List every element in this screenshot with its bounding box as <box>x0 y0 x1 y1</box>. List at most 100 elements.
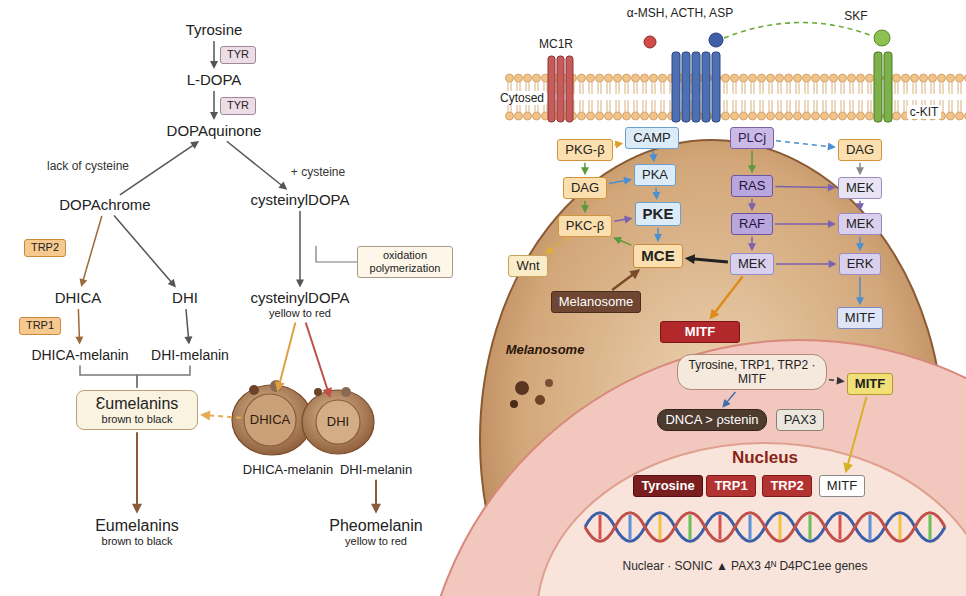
melanosome-blob <box>302 390 374 454</box>
process-box: Tyrosine, TRP1, TRP2 · MITF <box>677 354 827 391</box>
node-text: DAG <box>846 142 874 158</box>
node-subtext: yellow to red <box>269 307 331 320</box>
connector-line <box>279 323 295 386</box>
node-text: Melanosome <box>559 294 633 310</box>
compound-label: DOPAquinone <box>165 122 264 140</box>
process-box: PKA <box>634 164 676 186</box>
process-box: TRP1 <box>19 317 61 334</box>
arrowhead <box>856 203 864 211</box>
connector <box>275 323 295 392</box>
arrowhead <box>210 61 218 69</box>
pigment-dot <box>341 387 351 397</box>
part-label: α-MSH, ACTH, ASP <box>627 6 733 20</box>
cell-region <box>420 340 966 596</box>
node-subtext: brown to black <box>102 413 173 426</box>
arrowhead <box>190 141 199 149</box>
melanin-granule <box>535 395 545 405</box>
connector-line <box>83 216 102 282</box>
pigment-dot <box>249 385 259 395</box>
process-box: DAG <box>838 139 882 161</box>
node-text: PKA <box>642 167 668 183</box>
arrowhead <box>652 192 660 200</box>
connector <box>227 141 287 189</box>
receptor-helix <box>557 56 564 122</box>
ligand-ball <box>709 33 723 47</box>
node-text: PKC-β <box>566 218 605 234</box>
bracket-line <box>316 246 358 262</box>
arrowhead <box>856 243 864 251</box>
node-text: Tyrosine <box>186 21 243 39</box>
node-text: PKG-β <box>565 142 604 158</box>
compound-label: DOPAchrome <box>57 196 152 214</box>
node-subtext: yellow to red <box>345 535 407 548</box>
node-text: DOPAchrome <box>59 196 150 214</box>
connector <box>120 141 199 195</box>
node-text: MEK <box>846 180 874 196</box>
node-text: DHI-melanin <box>340 462 412 478</box>
arrowhead <box>581 167 589 175</box>
signal-arc <box>724 22 872 38</box>
node-text: MITF <box>845 310 875 326</box>
receptor-helix <box>702 52 710 122</box>
arrowhead <box>685 254 695 264</box>
node-text: cysteinylDOPA <box>251 289 350 307</box>
connector-line <box>776 263 831 265</box>
connector <box>748 151 756 173</box>
arrowhead <box>709 309 719 320</box>
dna-rung <box>629 515 632 539</box>
arrowhead <box>623 177 632 185</box>
node-text: PAX3 <box>784 412 816 428</box>
node-text: RAS <box>739 178 766 194</box>
arrowhead <box>184 336 192 344</box>
process-box: MITF <box>847 373 893 395</box>
compound-label: DHICA <box>53 289 104 307</box>
connector-line <box>186 309 189 339</box>
arrowhead <box>843 462 853 473</box>
connector-line <box>751 151 753 168</box>
node-text: DNCA > ρstenin <box>665 412 758 428</box>
connector-line <box>609 180 626 183</box>
compound-label: L-DOPA <box>185 71 244 89</box>
receptor-helix <box>874 52 882 122</box>
process-box: CAMP <box>625 127 679 149</box>
connector <box>829 377 845 385</box>
connector <box>649 151 657 162</box>
connector-line <box>227 141 283 186</box>
connector-line <box>847 397 866 467</box>
node-text: MCE <box>641 247 674 265</box>
process-box: MITF <box>660 321 740 343</box>
connector-line <box>78 309 79 339</box>
connector <box>615 141 624 149</box>
dna-rung <box>869 515 872 539</box>
node-text: Tyrosine <box>641 478 694 494</box>
arrowhead <box>629 269 640 279</box>
connector <box>296 211 304 287</box>
compound-label: DHI-melanin <box>338 462 414 478</box>
node-subtext: brown to black <box>102 535 173 548</box>
arrowhead <box>856 297 864 305</box>
process-box: RAS <box>731 175 774 197</box>
connector <box>775 183 836 191</box>
connector <box>581 201 589 213</box>
process-box: PLCj <box>730 127 774 149</box>
node-text: Eumelanins <box>95 516 179 535</box>
dna-strand <box>585 513 945 542</box>
receptor-helix <box>712 52 720 122</box>
connector <box>114 216 176 288</box>
dna-rung <box>899 515 902 539</box>
node-text: TRP1 <box>714 478 747 494</box>
node-text: oxidation polymerization <box>362 249 448 275</box>
node-text: TRP2 <box>31 241 59 254</box>
blob-shape <box>244 394 296 446</box>
ligand-ball <box>874 30 890 46</box>
node-text: DHICA-melanin <box>243 462 333 478</box>
melanin-granule <box>510 400 518 408</box>
compound-label: cysteinylDOPA <box>249 191 352 209</box>
connector <box>722 392 735 408</box>
connector <box>776 260 837 268</box>
arrowhead <box>545 246 554 254</box>
part-label: Melanosome <box>506 342 585 358</box>
dna-rung <box>659 515 662 539</box>
blob-circle: DHICA <box>243 393 297 447</box>
